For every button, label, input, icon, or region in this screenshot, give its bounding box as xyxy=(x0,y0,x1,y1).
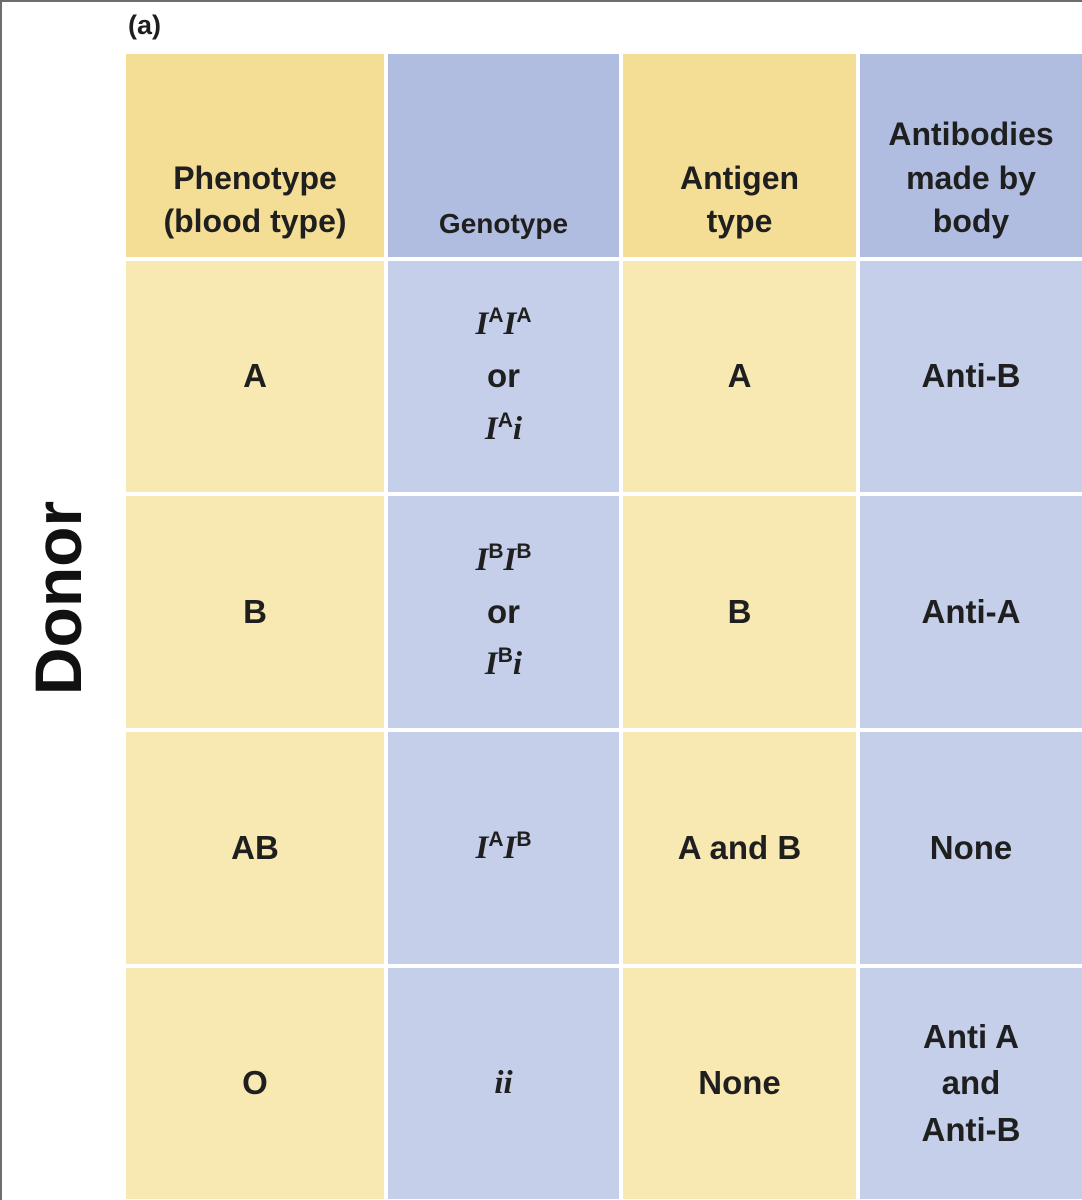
antibodies-line: Anti A xyxy=(923,1018,1019,1056)
antibodies-cell: Anti A and Anti-B xyxy=(860,968,1082,1199)
phenotype-cell: AB xyxy=(126,732,384,964)
antibodies-line: None xyxy=(929,828,1013,866)
allele-symbol: I xyxy=(475,541,489,578)
genotype-line: IAi xyxy=(485,406,522,452)
header-antigen: Antigen type xyxy=(623,54,856,257)
allele-superscript: A xyxy=(488,304,504,328)
allele-superscript: A xyxy=(516,304,532,328)
antibodies-line: Anti-A xyxy=(921,592,1021,630)
blood-type-table: Phenotype (blood type) Genotype Antigen … xyxy=(126,54,1082,1200)
genotype-cell: IAIB xyxy=(388,732,619,964)
header-antibodies-line: Antibodies xyxy=(888,116,1054,153)
allele-superscript: A xyxy=(488,827,504,851)
genotype-line: IAIB xyxy=(475,825,531,871)
genotype-cell: ii xyxy=(388,968,619,1199)
genotype-cell: IBIB or IBi xyxy=(388,496,619,728)
genotype-or: or xyxy=(487,592,520,630)
antibodies-cell: None xyxy=(860,732,1082,964)
header-antibodies: Antibodies made by body xyxy=(860,54,1082,257)
allele-symbol: i xyxy=(512,646,523,683)
frame-left-border xyxy=(0,0,2,1200)
genotype-line: IAIA xyxy=(475,301,531,347)
genotype-line: IBIB xyxy=(475,537,531,583)
antibodies-line: Anti-B xyxy=(921,357,1021,395)
header-phenotype: Phenotype (blood type) xyxy=(126,54,384,257)
allele-symbol: I xyxy=(484,410,498,447)
antibodies-line: Anti-B xyxy=(921,1110,1021,1148)
allele-superscript: B xyxy=(488,539,504,563)
header-genotype: Genotype xyxy=(388,54,619,257)
header-antigen-line: type xyxy=(706,202,773,239)
antibodies-line: and xyxy=(941,1064,1001,1102)
antigen-cell: A xyxy=(623,261,856,492)
panel-label: (a) xyxy=(128,10,161,40)
antigen-cell: B xyxy=(623,496,856,728)
antigen-cell: A and B xyxy=(623,732,856,964)
allele-symbol: I xyxy=(503,541,517,578)
genotype-cell: IAIA or IAi xyxy=(388,261,619,492)
header-antigen-line: Antigen xyxy=(679,159,800,196)
allele-symbol: I xyxy=(503,829,517,866)
header-genotype-line: Genotype xyxy=(438,208,569,240)
header-antibodies-line: made by xyxy=(906,159,1036,196)
allele-symbol: I xyxy=(503,306,517,343)
allele-symbol: i xyxy=(512,410,523,447)
allele-superscript: A xyxy=(497,408,513,432)
phenotype-cell: A xyxy=(126,261,384,492)
genotype-line: IBi xyxy=(485,641,522,687)
genotype-or: or xyxy=(487,357,520,395)
antibodies-cell: Anti-B xyxy=(860,261,1082,492)
phenotype-cell: O xyxy=(126,968,384,1199)
frame-top-border xyxy=(0,0,1082,2)
allele-symbol: I xyxy=(475,829,489,866)
antigen-cell: None xyxy=(623,968,856,1199)
header-phenotype-line: (blood type) xyxy=(163,202,347,239)
allele-superscript: B xyxy=(497,644,513,668)
donor-side-label: Donor xyxy=(21,500,95,696)
antibodies-cell: Anti-A xyxy=(860,496,1082,728)
phenotype-cell: B xyxy=(126,496,384,728)
allele-superscript: B xyxy=(516,539,532,563)
allele-symbol: I xyxy=(484,646,498,683)
header-antibodies-line: body xyxy=(932,202,1010,239)
allele-superscript: B xyxy=(516,827,532,851)
header-phenotype-line: Phenotype xyxy=(173,159,337,196)
allele-symbol: I xyxy=(475,306,489,343)
genotype-line: ii xyxy=(494,1065,513,1102)
